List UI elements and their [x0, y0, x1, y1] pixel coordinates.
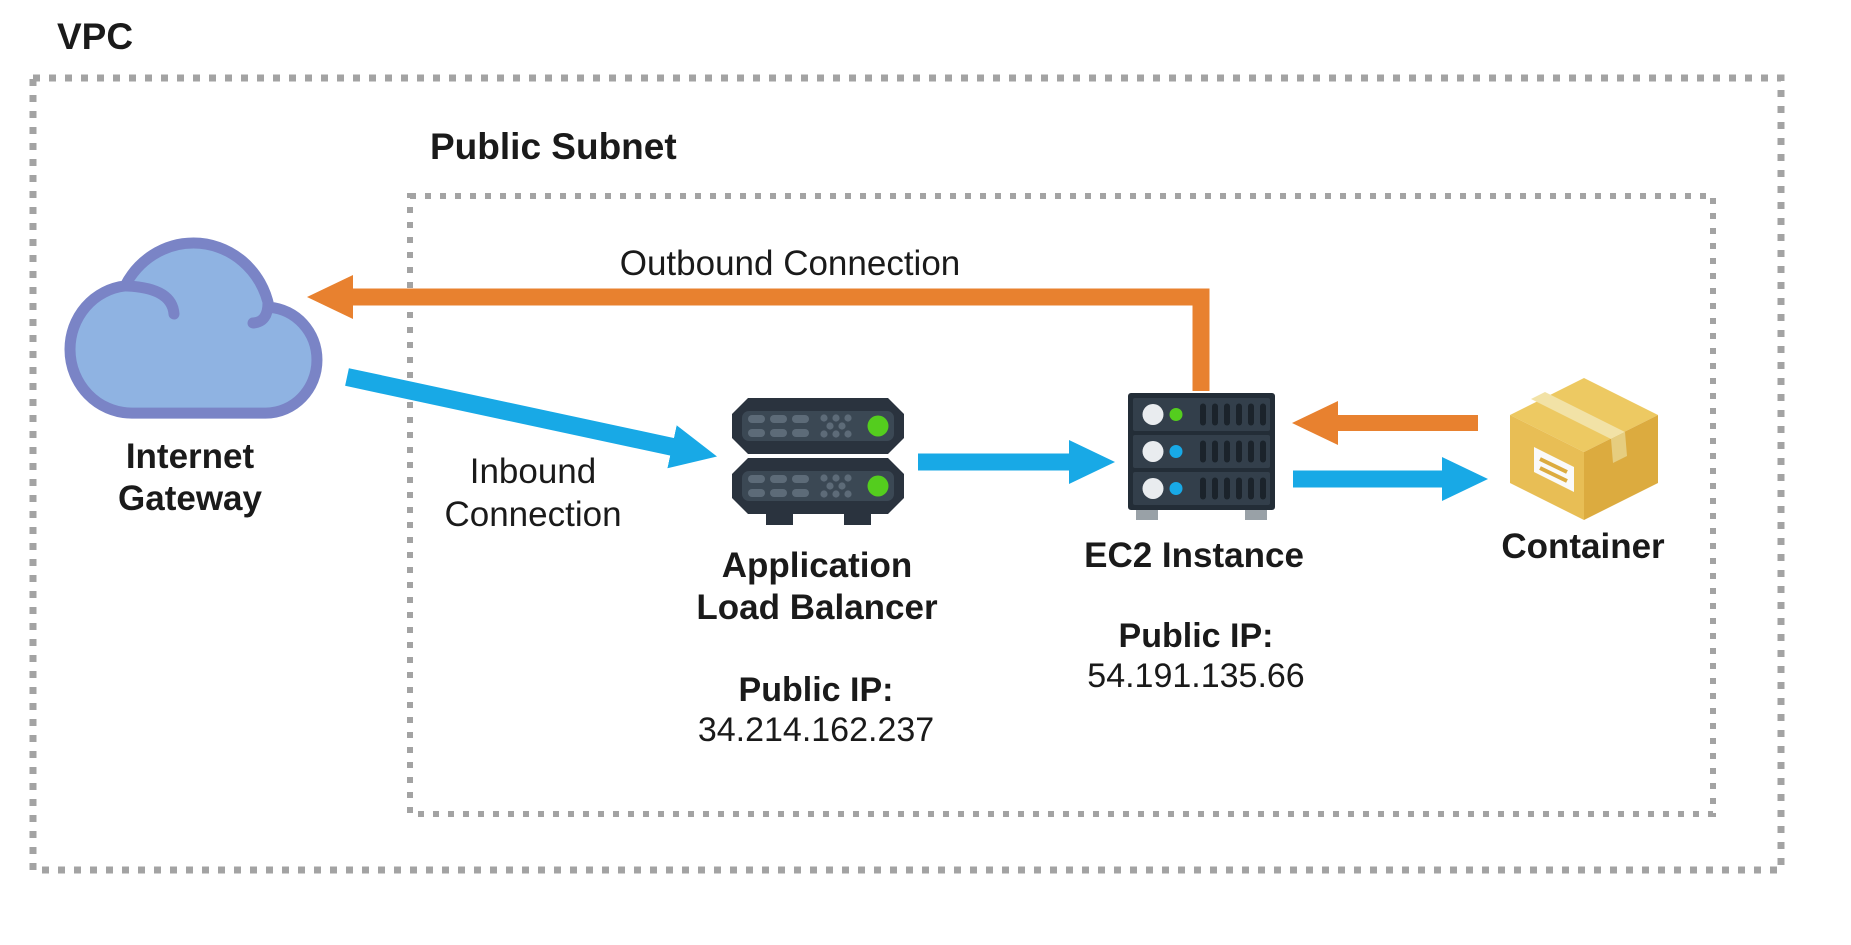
inbound-arrow [345, 368, 717, 469]
public-subnet-label: Public Subnet [430, 126, 677, 167]
ec2-public-ip-title: Public IP: [1118, 617, 1274, 655]
internet-gateway-label-line2: Gateway [118, 479, 262, 518]
vpc-boundary [29, 74, 1785, 874]
alb-public-ip-value: 34.214.162.237 [697, 711, 935, 749]
outbound-arrow [307, 275, 1210, 391]
inbound-connection-label-line1: Inbound [469, 452, 597, 491]
ec2-server-icon [1128, 393, 1275, 520]
internet-gateway-label: Internet Gateway [118, 436, 262, 520]
alb-label-line1: Application [721, 546, 913, 585]
alb-label-line2: Load Balancer [696, 588, 938, 627]
alb-public-ip: Public IP: 34.214.162.237 [698, 670, 934, 750]
internet-gateway-label-line1: Internet [125, 437, 255, 476]
outbound-connection-label: Outbound Connection [619, 244, 961, 283]
alb-public-ip-title: Public IP: [738, 671, 894, 709]
load-balancer-icon [732, 398, 904, 525]
ec2-public-ip: Public IP: 54.191.135.66 [1087, 616, 1304, 696]
ec2-public-ip-value: 54.191.135.66 [1087, 657, 1305, 695]
vpc-label: VPC [57, 16, 134, 57]
alb-label: Application Load Balancer [696, 545, 937, 629]
container-label: Container [1501, 527, 1665, 566]
ec2-label: EC2 Instance [1084, 536, 1304, 575]
inbound-connection-label-line2: Connection [444, 495, 622, 534]
inbound-connection-label: Inbound Connection [444, 450, 621, 536]
internet-gateway-cloud-icon [70, 243, 317, 413]
container-box-icon [1510, 378, 1658, 520]
